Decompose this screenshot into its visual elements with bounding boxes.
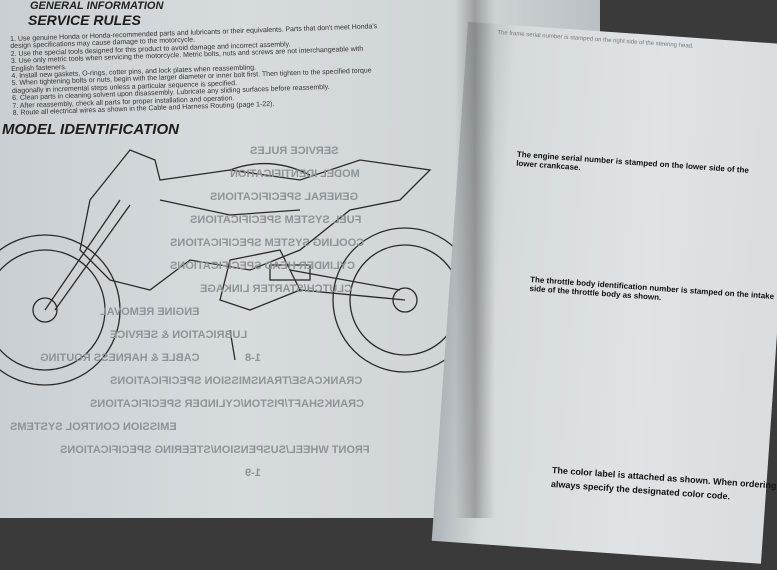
book-gutter: [455, 0, 495, 518]
service-rules-title: SERVICE RULES: [28, 12, 141, 28]
bleed-text: CRANKCASE/TRANSMISSION SPECIFICATIONS: [110, 375, 363, 387]
bleed-text: CABLE & HARNESS ROUTING: [40, 352, 200, 364]
engine-serial-text: The engine serial number is stamped on t…: [515, 149, 750, 175]
bleed-text: FUEL SYSTEM SPECIFICATIONS: [190, 214, 362, 226]
frame-serial-text: The frame serial number is stamped on th…: [497, 30, 694, 50]
bleed-text: MODEL IDENTIFICATION: [230, 168, 360, 180]
motorcycle-illustration: [0, 149, 478, 386]
bleed-text: CRANKSHAFT/PISTON/CYLINDER SPECIFICATION…: [90, 398, 364, 410]
bleed-text: CYLINDER HEAD SPECIFICATIONS: [170, 260, 355, 272]
bleed-text: FRONT WHEEL/SUSPENSION/STEERING SPECIFIC…: [60, 444, 370, 456]
bleed-text: ENGINE REMOVAL: [100, 306, 200, 318]
bleed-text: 1-9: [245, 467, 261, 479]
section-header: GENERAL INFORMATION: [30, 0, 164, 12]
bleed-text: COOLING SYSTEM SPECIFICATIONS: [170, 237, 365, 249]
bleed-text: 1-8: [245, 352, 261, 364]
throttle-body-text: The throttle body identification number …: [529, 274, 775, 303]
model-identification-title: MODEL IDENTIFICATION: [2, 121, 179, 138]
bleed-text: EMISSION CONTROL SYSTEMS: [10, 421, 177, 433]
bleed-text: SERVICE RULES: [250, 145, 339, 157]
bleed-text: GENERAL SPECIFICATIONS: [210, 191, 359, 203]
service-rules-list: 1. Use genuine Honda or Honda-recommende…: [10, 21, 453, 118]
bleed-text: LUBRICATION & SERVICE: [110, 329, 248, 341]
bleed-text: CLUTCH/STARTER LINKAGE: [200, 283, 352, 295]
